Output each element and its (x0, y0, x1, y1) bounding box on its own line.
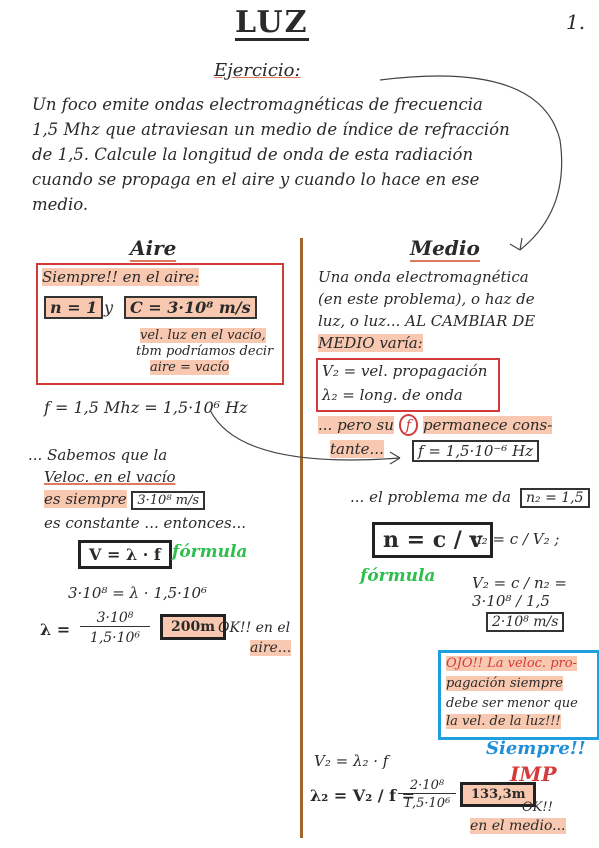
page-title: LUZ (235, 5, 309, 41)
note-air-vacuum: aire = vacío (150, 360, 230, 375)
problem-statement: Un foco emite ondas electromagnéticas de… (32, 92, 577, 217)
lambda2-def: λ₂ = long. de onda (322, 386, 463, 404)
arrow-freq (209, 409, 401, 465)
arrow-curve (379, 75, 563, 251)
statement-line: Un foco emite ondas electromagnéticas de… (32, 95, 483, 114)
v2-lambda-f: V₂ = λ₂ · f (314, 752, 389, 770)
statement-line: medio. (32, 195, 89, 214)
page-number: 1. (566, 10, 586, 34)
f-circle: f (398, 414, 419, 436)
f-value-box: f = 1,5·10⁻⁶ Hz (412, 440, 540, 462)
lambda-lhs: λ = (40, 620, 71, 639)
formula-v-lambda-f: V = λ · f (78, 540, 172, 569)
statement-line: 1,5 Mhz que atraviesan un medio de índic… (32, 120, 510, 139)
sabemos-line3: es siempre 3·10⁸ m/s (44, 490, 206, 510)
calc-line1: 3·10⁸ = λ · 1,5·10⁶ (68, 584, 208, 602)
aire-header: Aire (130, 236, 177, 262)
medio-p4: MEDIO varía: (318, 334, 423, 352)
lambda2-result: 133,3m (460, 782, 537, 807)
n2-box: n₂ = 1,5 (520, 488, 590, 508)
medio-vars-box (316, 358, 500, 412)
lambda2-denominator: 1,5·10⁶ (403, 796, 451, 811)
formula-label: fórmula (172, 542, 248, 562)
lambda-numerator: 3·10⁸ (80, 610, 150, 627)
ojo-line4: la vel. de la luz!!! (446, 714, 561, 729)
ok-air: OK!! en el (218, 620, 291, 636)
formula-label-medio: fórmula (360, 566, 436, 586)
aire-box (36, 263, 284, 385)
c-value-box: 3·10⁸ m/s (131, 491, 206, 510)
ojo-text: OJO!! La veloc. pro- (446, 656, 577, 671)
note-could-say: tbm podríamos decir (136, 344, 274, 359)
tante-text: tante... (330, 440, 384, 458)
problem-gives: ... el problema me da (350, 488, 511, 506)
lambda2-lhs: λ₂ = V₂ / f = (310, 786, 416, 805)
n-equals-1: n = 1 (44, 296, 104, 319)
siempre-line: Siempre!! en el aire: (42, 268, 200, 286)
permanece-text: permanece cons- (423, 416, 553, 434)
formula-n-c-v: n = c / v (372, 522, 494, 558)
lambda2-numerator: 2·10⁸ (398, 778, 456, 794)
ojo-line3: debe ser menor que (446, 696, 578, 711)
v2-def: V₂ = vel. propagación (322, 362, 488, 380)
lambda-denominator: 1,5·10⁶ (89, 630, 141, 646)
v2-calculation: V₂ = c / n₂ = 3·10⁸ / 1,5 (472, 574, 567, 610)
sabemos-line4: es constante ... entonces... (44, 514, 247, 532)
v2-result: 2·10⁸ m/s (486, 612, 565, 632)
medio-p1: Una onda electromagnética (318, 268, 529, 286)
ojo-line1: OJO!! La veloc. pro- (446, 656, 577, 671)
ojo-box (438, 650, 599, 740)
medio-p3: luz, o luz... AL CAMBIAR DE (318, 312, 536, 330)
n2-equation: n₂ = c / V₂ ; (472, 530, 560, 548)
and-label: y (104, 298, 114, 317)
c-constant: C = 3·10⁸ m/s (124, 296, 257, 319)
siempre-blue: Siempre!! (486, 738, 586, 759)
exercise-label: Ejercicio: (214, 60, 301, 81)
lambda-result: 200m (160, 614, 227, 640)
statement-line: de 1,5. Calcule la longitud de onda de e… (32, 145, 474, 164)
pero-text: ... pero su (318, 416, 394, 434)
medio-header: Medio (410, 236, 480, 262)
medio-p2: (en este problema), o haz de (318, 290, 535, 308)
note-vacuum: vel. luz en el vacío, (140, 328, 266, 343)
ok-medio2: en el medio... (470, 818, 566, 834)
sabemos-line2: Veloc. en el vacío (44, 468, 176, 486)
ok-medio: OK!! (522, 800, 553, 815)
statement-line: cuando se propaga en el aire y cuando lo… (32, 170, 480, 189)
ok-air2: aire... (250, 640, 292, 656)
ojo-line2: pagación siempre (446, 676, 563, 691)
column-divider (300, 238, 303, 838)
sabemos-line1: ... Sabemos que la (28, 446, 168, 464)
frequency-conversion: f = 1,5 Mhz = 1,5·10⁶ Hz (44, 398, 248, 417)
pero-line: ... pero su f permanece cons- (318, 414, 553, 436)
siempre-word: es siempre (44, 490, 127, 508)
